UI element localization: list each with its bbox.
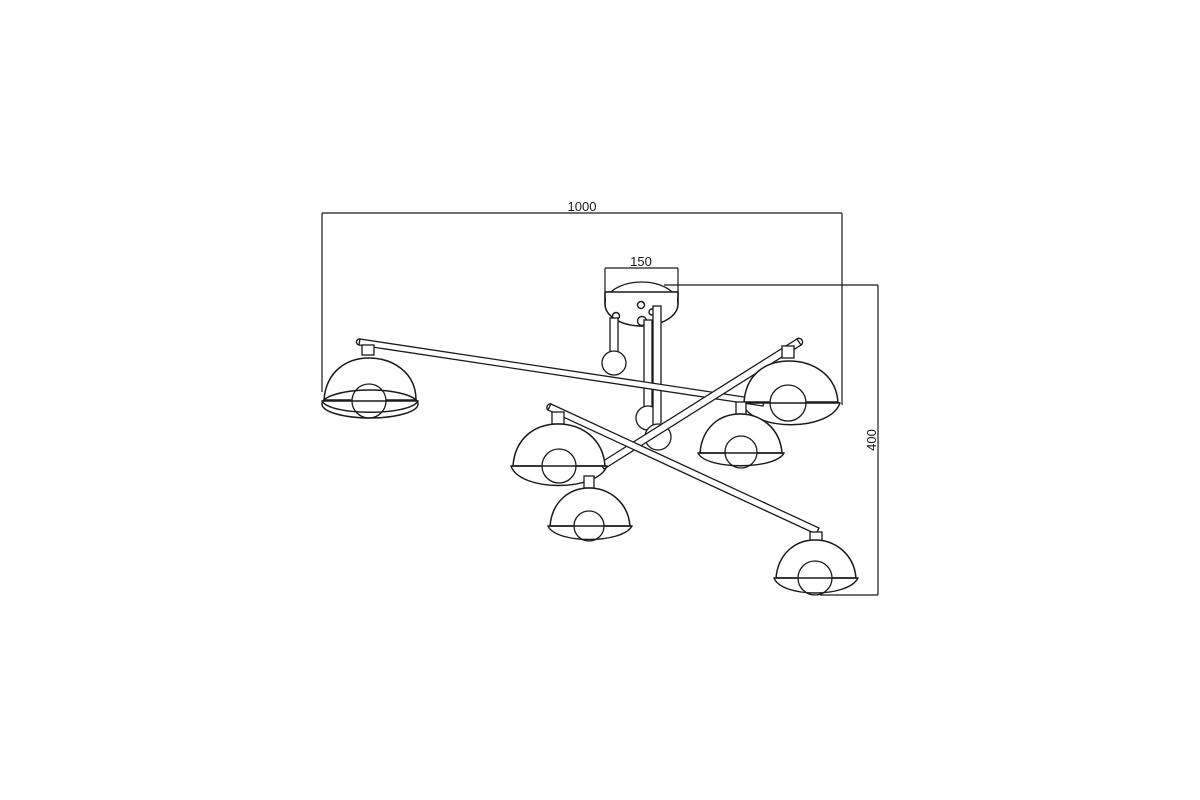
width-dimension-label: 1000 — [568, 199, 597, 214]
ceiling-canopy — [604, 281, 679, 327]
chandelier-arms — [355, 337, 820, 535]
lamp-middle-right — [697, 401, 785, 469]
lamp-lower-right — [773, 531, 859, 596]
height-dimension: 400 — [664, 284, 879, 596]
lamp-middle-right-bulb — [724, 435, 758, 469]
lamp-upper-right — [741, 345, 841, 426]
lamp-center-left — [510, 411, 608, 487]
canopy-dimension-label: 150 — [630, 254, 652, 269]
lamp-lower-center — [547, 475, 633, 542]
lamp-left — [321, 344, 419, 419]
height-dimension-label: 400 — [864, 429, 879, 451]
width-dimension: 1000 — [321, 199, 843, 405]
